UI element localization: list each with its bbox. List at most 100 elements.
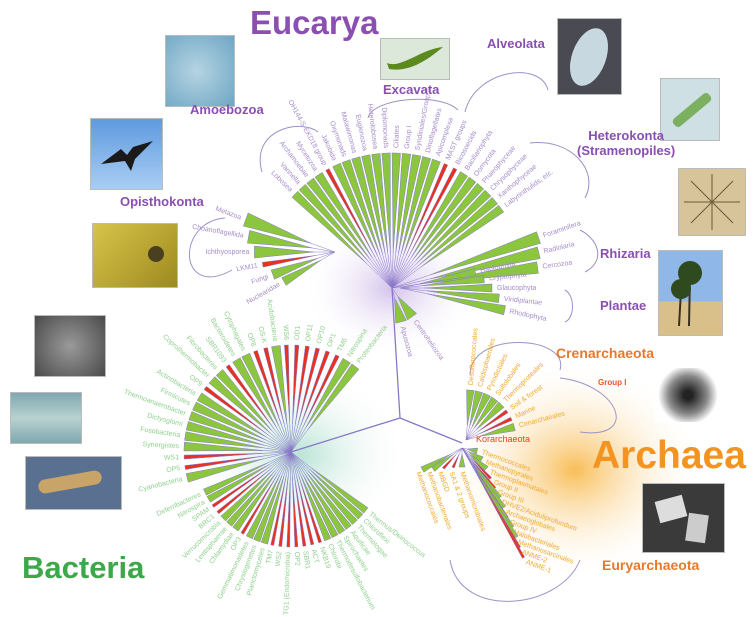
domain-title-eukarya: Eucarya bbox=[250, 4, 379, 41]
clade-wedge bbox=[391, 176, 477, 289]
clade-label: Diplomonads bbox=[380, 107, 389, 149]
clade-wedge bbox=[399, 287, 500, 304]
clade-wedge bbox=[290, 451, 364, 520]
clade-label: LKM11 bbox=[236, 262, 259, 273]
clade-wedge bbox=[391, 231, 541, 289]
clade-wedge bbox=[465, 396, 499, 441]
clade-wedge bbox=[247, 230, 336, 253]
clade-wedge bbox=[260, 451, 292, 545]
clade-wedge bbox=[184, 451, 292, 470]
clade-label-korarchaeota: Korarchaeota bbox=[476, 434, 531, 444]
clade-wedge bbox=[270, 451, 292, 546]
clade-wedge bbox=[391, 189, 492, 289]
crenarchaeon-photo bbox=[655, 368, 721, 422]
clade-wedge bbox=[341, 159, 393, 289]
clade-label: OP8 bbox=[246, 332, 257, 348]
spirochete-photo bbox=[25, 456, 122, 510]
clade-label: Ciliates bbox=[393, 125, 401, 149]
bracket-crenarchaeota bbox=[469, 342, 562, 376]
clade-label: OP9 bbox=[188, 374, 203, 388]
clade-wedge bbox=[284, 344, 292, 453]
clade-wedge bbox=[184, 431, 292, 453]
clade-label: Nuclearidae bbox=[246, 281, 282, 306]
domain-title-bacteria: Bacteria bbox=[22, 550, 145, 585]
heterokonta-label: Heterokonta bbox=[588, 128, 665, 143]
clade-wedge bbox=[253, 451, 292, 543]
clade-wedge bbox=[290, 451, 299, 548]
clade-wedge bbox=[278, 451, 292, 547]
group-label-heterokonta: Heterokonta (Stramenopiles) bbox=[577, 128, 675, 158]
clade-wedge bbox=[216, 451, 292, 515]
clade-wedge bbox=[391, 182, 485, 289]
paramecium-icon bbox=[562, 22, 616, 92]
bird-icon bbox=[101, 141, 153, 171]
clade-wedge bbox=[220, 451, 292, 522]
stramenopiles-label: (Stramenopiles) bbox=[577, 143, 676, 158]
clade-label: OP11 bbox=[305, 324, 315, 342]
bracket-plantae bbox=[564, 289, 573, 323]
group-label-euryarchaeota: Euryarchaeota bbox=[602, 557, 700, 573]
clade-label: Glaucophyta bbox=[497, 285, 536, 292]
clade-wedge bbox=[245, 451, 292, 540]
clade-wedge bbox=[215, 369, 292, 453]
clade-label: Fusobacteria bbox=[140, 426, 181, 439]
clade-wedge bbox=[225, 364, 292, 453]
clade-label: Synergistes bbox=[142, 441, 179, 450]
clade-label: SBR1 bbox=[301, 551, 311, 570]
clade-wedge bbox=[451, 447, 463, 469]
clade-wedge bbox=[399, 287, 506, 316]
clade-wedge bbox=[361, 154, 393, 289]
clade-label: OP5 bbox=[166, 465, 181, 474]
clade-wedge bbox=[314, 172, 393, 289]
clade-wedge bbox=[290, 363, 360, 453]
clade-wedge bbox=[192, 401, 292, 453]
clade-wedge bbox=[261, 251, 336, 268]
clade-wedge bbox=[442, 447, 463, 470]
bacteria-sem-photo bbox=[34, 315, 106, 377]
radiolarian-icon bbox=[684, 174, 740, 230]
clade-wedge bbox=[465, 423, 516, 441]
clade-wedge bbox=[461, 447, 478, 455]
amoeba-photo bbox=[165, 35, 235, 107]
clade-label: OP2 bbox=[293, 552, 301, 566]
clade-wedge bbox=[290, 451, 315, 546]
clade-wedge bbox=[420, 447, 463, 473]
clade-label: Cercozoa bbox=[542, 260, 573, 271]
group-label-rhizaria: Rhizaria bbox=[600, 246, 651, 261]
clade-label: TG1 (Endomicrobia) bbox=[283, 552, 292, 615]
clade-wedge bbox=[391, 167, 458, 289]
clade-label: WS2 bbox=[275, 551, 284, 567]
clade-label: Group I bbox=[404, 125, 413, 149]
clade-wedge bbox=[458, 448, 466, 468]
clade-wedge bbox=[332, 162, 393, 289]
clade-wedge bbox=[391, 246, 541, 289]
clade-label: Viridiplantae bbox=[504, 296, 543, 307]
bracket-heterokonta bbox=[529, 142, 590, 199]
clade-wedge bbox=[391, 171, 469, 289]
clade-wedge bbox=[400, 283, 493, 293]
clade-wedge bbox=[290, 451, 332, 542]
group-label-plantae: Plantae bbox=[600, 298, 647, 313]
clade-wedge bbox=[290, 451, 352, 530]
bracket-amoebozoa bbox=[259, 125, 319, 173]
clade-wedge bbox=[391, 287, 407, 324]
bracket-excavata bbox=[367, 98, 459, 119]
clade-wedge bbox=[290, 345, 310, 453]
clade-wedge bbox=[211, 451, 292, 508]
bracket-group-i bbox=[559, 377, 617, 434]
group-label-crenarchaeota: Crenarchaeota bbox=[556, 345, 655, 361]
clade-label: Radiolaria bbox=[543, 241, 575, 255]
group-label-opisthokonta: Opisthokonta bbox=[120, 194, 204, 209]
clade-wedge bbox=[465, 390, 483, 441]
fungi-photo bbox=[92, 223, 178, 288]
clade-wedge bbox=[208, 376, 292, 453]
clade-wedge bbox=[298, 183, 393, 289]
clade-wedge bbox=[286, 451, 292, 548]
clade-wedge bbox=[243, 212, 336, 253]
clade-wedge bbox=[391, 287, 418, 321]
bracket-euryarchaeota bbox=[449, 559, 581, 602]
clade-wedge bbox=[399, 275, 485, 289]
clade-wedge bbox=[290, 344, 300, 453]
